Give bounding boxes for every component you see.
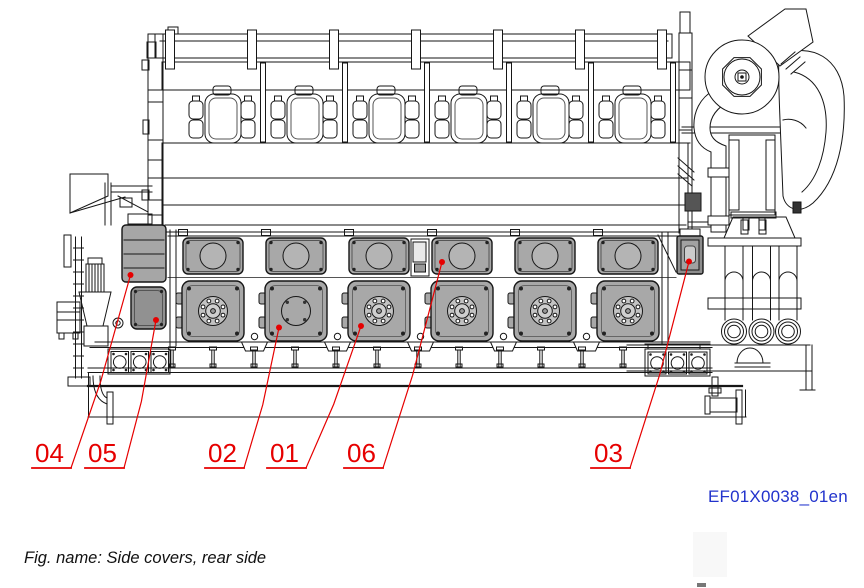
- rocker-cover-cyl1: [188, 85, 256, 144]
- gear-end-assembly: [56, 33, 164, 425]
- compressor-housing: [778, 50, 845, 210]
- crankcase-cover-cyl3: [341, 280, 411, 342]
- page-artifact-speck: [697, 583, 706, 587]
- rocker-cover-cyl4: [434, 85, 502, 144]
- camshaft-cover-cyl2: [261, 229, 327, 275]
- callout-02: 02: [204, 324, 282, 469]
- rocker-cover-cyl5: [516, 85, 584, 144]
- crankcase-cover-cyl4: [424, 280, 494, 342]
- callout-01-label: 01: [270, 438, 299, 468]
- crankcase-covers: [175, 280, 660, 352]
- camshaft-cover-cyl4: [427, 229, 493, 275]
- callout-04: 04: [31, 272, 134, 469]
- inspection-plate: [647, 351, 667, 375]
- crankcase-cover-cyl6: [590, 280, 660, 342]
- gear-side-covers: [121, 224, 167, 330]
- figure-caption: Fig. name: Side covers, rear side: [24, 549, 267, 567]
- camshaft-cover-cyl6: [593, 229, 659, 275]
- inspection-plate: [150, 351, 169, 373]
- inspection-plates-left: [107, 348, 171, 375]
- rocker-covers: [188, 85, 666, 144]
- outlet-pipe: [704, 376, 743, 425]
- gear-end-junction-box: [56, 301, 81, 334]
- callout-03-label: 03: [594, 438, 623, 468]
- callouts: 04 05 02 01 06 03: [31, 258, 692, 469]
- camshaft-covers: [178, 229, 659, 275]
- front-guard-plate: [69, 173, 109, 214]
- inspection-plate: [130, 351, 149, 373]
- crankcase-cover-cyl2: [258, 280, 328, 342]
- rocker-cover-cyl2: [270, 85, 338, 144]
- charge-air-cooler: [728, 134, 777, 231]
- charge-air-pipe: [693, 89, 733, 233]
- pipe-tower: [707, 216, 802, 368]
- crankcase-cover-cyl1: [175, 280, 245, 342]
- callout-01: 01: [266, 323, 364, 469]
- callout-02-label: 02: [208, 438, 237, 468]
- turbocharger: [704, 8, 845, 214]
- top-lifting-rail: [146, 26, 673, 59]
- flywheel-rim: [67, 236, 91, 387]
- inspection-plate: [668, 351, 687, 375]
- gear-end-lower-side-cover: [130, 286, 167, 330]
- bedplate-ribs: [168, 346, 627, 369]
- callout-06-label: 06: [347, 438, 376, 468]
- water-pump: [78, 257, 124, 347]
- doc-code: EF01X0038_01en: [708, 487, 848, 506]
- callout-06: 06: [343, 259, 445, 469]
- rocker-cover-cyl6: [598, 85, 666, 144]
- callout-05: 05: [84, 317, 159, 469]
- cylinder-block: [161, 142, 713, 233]
- inspection-plate: [110, 351, 129, 373]
- lifting-posts: [165, 29, 676, 143]
- page-artifact: [693, 532, 727, 577]
- front-end-plate: [147, 33, 164, 233]
- camshaft-cover-cyl5: [510, 229, 576, 275]
- crankcase-cover-cyl5: [507, 280, 577, 342]
- base-frame: [86, 341, 816, 418]
- inspection-plate: [688, 351, 708, 375]
- rocker-cover-cyl3: [352, 85, 420, 144]
- callout-03: 03: [590, 258, 692, 469]
- callout-04-label: 04: [35, 438, 64, 468]
- inspection-plates-right: [644, 343, 711, 377]
- callout-05-label: 05: [88, 438, 117, 468]
- camshaft-cover-cyl1: [178, 229, 244, 275]
- camshaft-cover-cyl3: [344, 229, 410, 275]
- free-end-small-cover: [676, 228, 704, 275]
